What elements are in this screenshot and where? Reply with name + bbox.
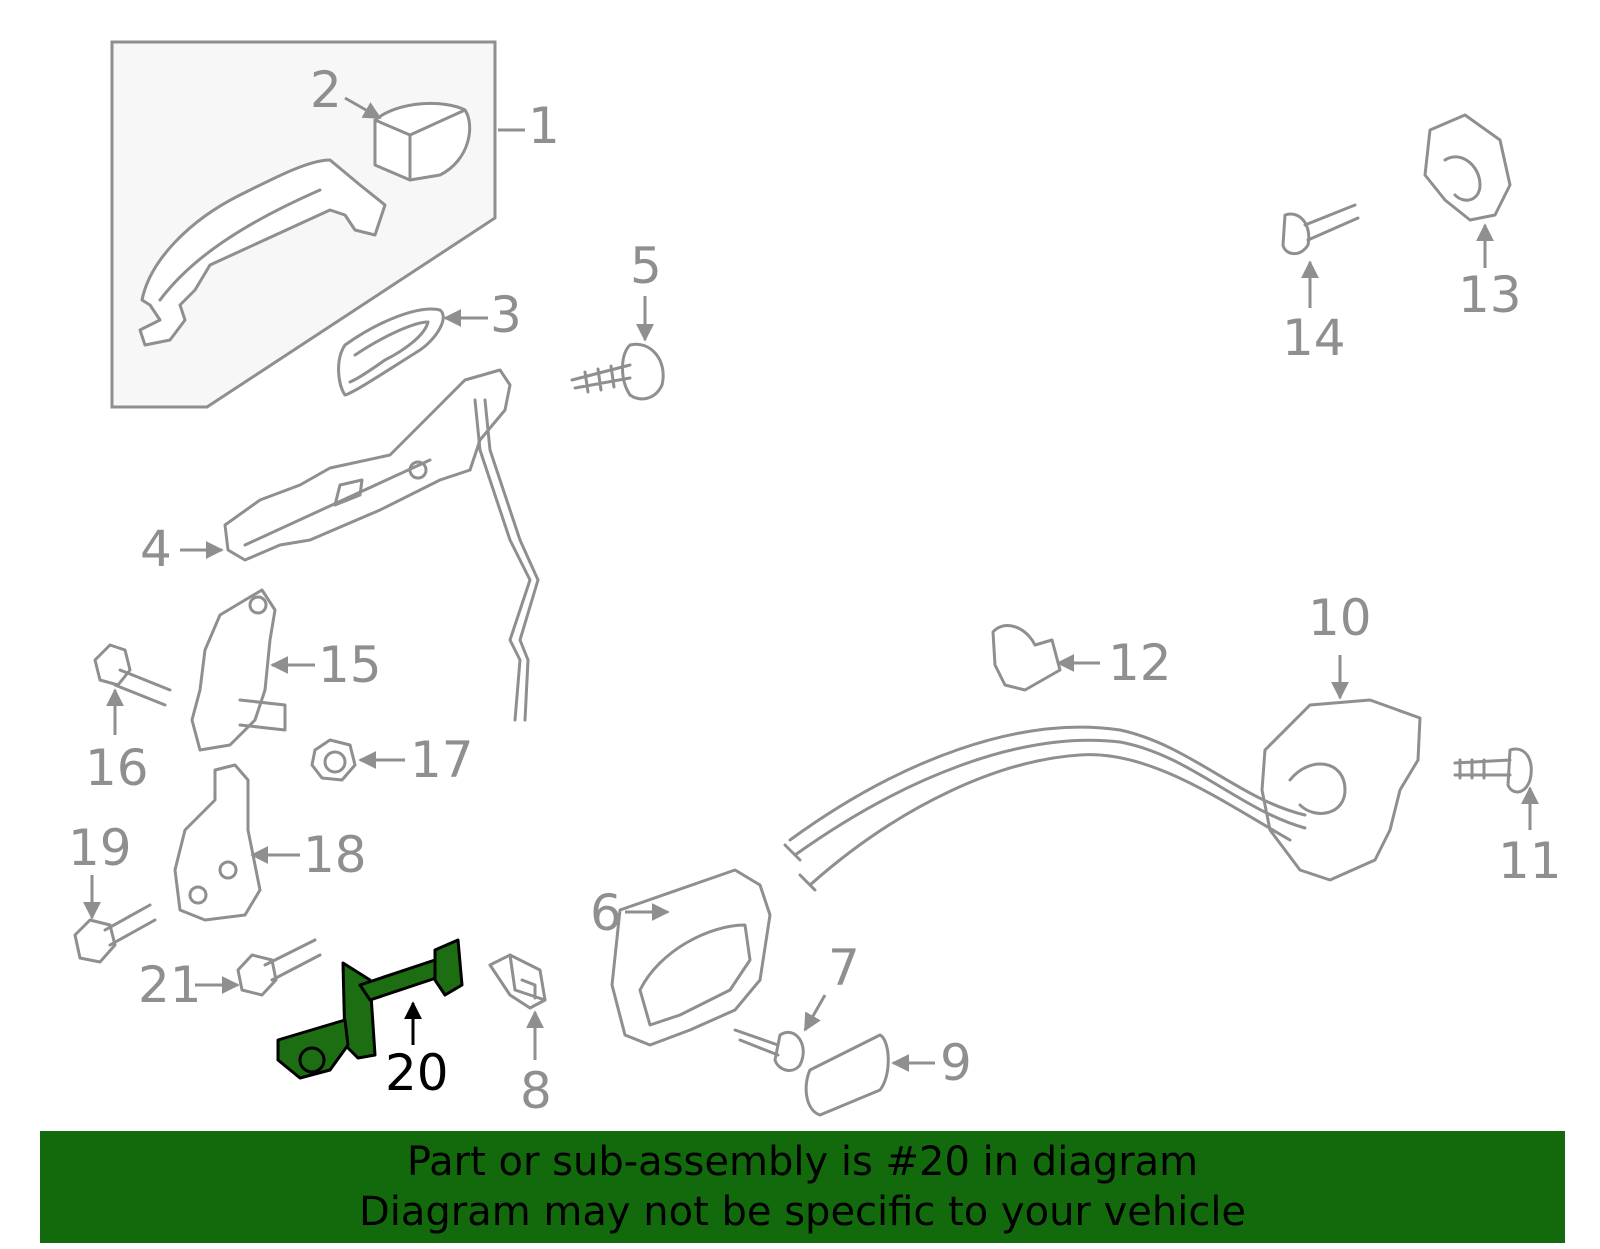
part-8-clip[interactable]: [488, 953, 547, 1010]
part-9-cover[interactable]: [804, 1033, 890, 1117]
callout-4: 4: [140, 520, 172, 578]
banner-line-2: Diagram may not be specific to your vehi…: [358, 1189, 1247, 1235]
callout-5: 5: [630, 237, 662, 295]
part-13-striker[interactable]: [1423, 113, 1512, 222]
callout-8: 8: [520, 1062, 552, 1120]
part-3-gasket[interactable]: [337, 307, 445, 397]
part-11-bolt[interactable]: [1453, 747, 1533, 794]
part-16-bolt[interactable]: [93, 643, 172, 707]
callout-16: 16: [85, 739, 149, 797]
callout-10: 10: [1308, 589, 1372, 647]
part-10-door-latch[interactable]: [783, 698, 1422, 892]
part-17-nut[interactable]: [310, 738, 357, 782]
callout-6: 6: [590, 884, 622, 942]
callout-15: 15: [318, 636, 382, 694]
part-19-bolt[interactable]: [73, 903, 157, 964]
info-banner: Part or sub-assembly is #20 in diagram D…: [40, 1131, 1565, 1243]
callout-2: 2: [310, 61, 342, 119]
part-18-hinge[interactable]: [173, 763, 262, 922]
part-6-inside-handle[interactable]: [610, 868, 772, 1047]
callout-labels: 1 2 3 4 5 6 7 8 9 10 11 12 13 14 15 16 1…: [68, 61, 1562, 1120]
callout-19: 19: [68, 819, 132, 877]
leader-lines: [83, 96, 1539, 1072]
callout-11: 11: [1498, 832, 1562, 890]
part-12-bumper[interactable]: [991, 624, 1062, 692]
callout-13: 13: [1458, 266, 1522, 324]
callout-18: 18: [303, 826, 367, 884]
callout-3: 3: [490, 286, 522, 344]
part-1-outside-handle-assembly[interactable]: [110, 40, 497, 409]
part-15-hinge[interactable]: [190, 588, 287, 752]
callout-14: 14: [1282, 309, 1346, 367]
callout-9: 9: [940, 1034, 972, 1092]
part-2-handle-cap[interactable]: [373, 101, 472, 182]
callout-1: 1: [528, 97, 560, 155]
parts-diagram: 1 2 3 4 5 6 7 8 9 10 11 12 13 14 15 16 1…: [68, 40, 1562, 1120]
banner-line-1: Part or sub-assembly is #20 in diagram: [406, 1139, 1199, 1185]
callout-17: 17: [410, 731, 474, 789]
callout-7: 7: [828, 939, 860, 997]
part-7-screw[interactable]: [733, 1028, 805, 1072]
callout-20: 20: [385, 1044, 449, 1102]
part-14-screw[interactable]: [1281, 203, 1360, 256]
part-5-screw[interactable]: [570, 342, 665, 401]
part-4-handle-bracket[interactable]: [223, 368, 540, 722]
part-20-door-check[interactable]: [276, 938, 464, 1080]
part-21-bolt[interactable]: [236, 938, 322, 997]
callout-21: 21: [138, 956, 202, 1014]
callout-12: 12: [1108, 634, 1172, 692]
